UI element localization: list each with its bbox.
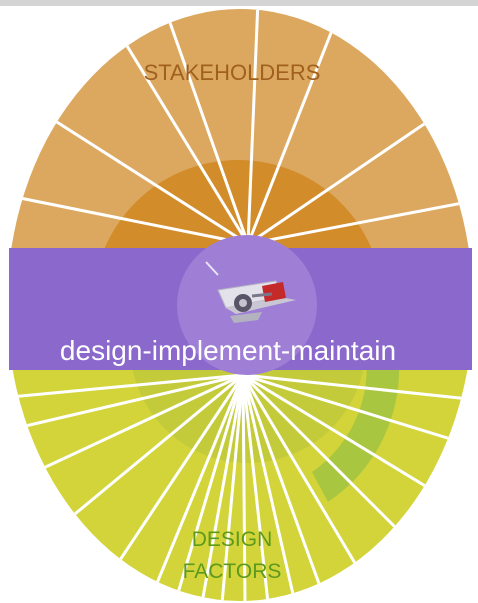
robot-icon xyxy=(205,261,296,323)
spoke xyxy=(57,373,244,530)
spoke xyxy=(220,374,245,601)
spoke xyxy=(241,374,327,601)
spoke xyxy=(7,193,249,246)
spoke xyxy=(21,373,244,480)
spoke xyxy=(241,374,367,581)
spoke xyxy=(247,103,453,246)
spoke xyxy=(200,374,245,601)
process-band-label: design-implement-maintain xyxy=(60,335,396,366)
design-factors-arc xyxy=(312,370,400,502)
spoke xyxy=(173,374,245,601)
spoke xyxy=(246,9,342,245)
spoke xyxy=(241,373,410,542)
spoke xyxy=(37,108,249,246)
spoke xyxy=(246,9,260,245)
design-factors-spokes xyxy=(7,373,473,601)
spoke xyxy=(242,373,441,497)
spoke xyxy=(148,374,245,601)
spoke xyxy=(247,198,473,246)
stakeholders-inner xyxy=(104,160,372,248)
spoke xyxy=(241,374,270,601)
design-factors-label-line2: FACTORS xyxy=(183,560,282,583)
spoke xyxy=(108,17,250,245)
design-factors-region xyxy=(7,370,473,601)
stakeholders-label: STAKEHOLDERS xyxy=(144,60,321,85)
top-divider-bar xyxy=(0,0,478,6)
spoke xyxy=(241,374,297,601)
spoke xyxy=(7,373,244,400)
spoke xyxy=(160,9,250,245)
spoke xyxy=(242,373,473,402)
stakeholders-outer xyxy=(11,9,469,248)
design-factors-label-line1: DESIGN xyxy=(192,528,273,551)
spoke xyxy=(108,374,245,576)
spoke xyxy=(241,374,247,601)
spoke xyxy=(242,373,471,447)
spoke xyxy=(7,373,244,434)
stakeholders-region xyxy=(7,9,473,248)
stakeholders-spokes xyxy=(7,9,473,246)
